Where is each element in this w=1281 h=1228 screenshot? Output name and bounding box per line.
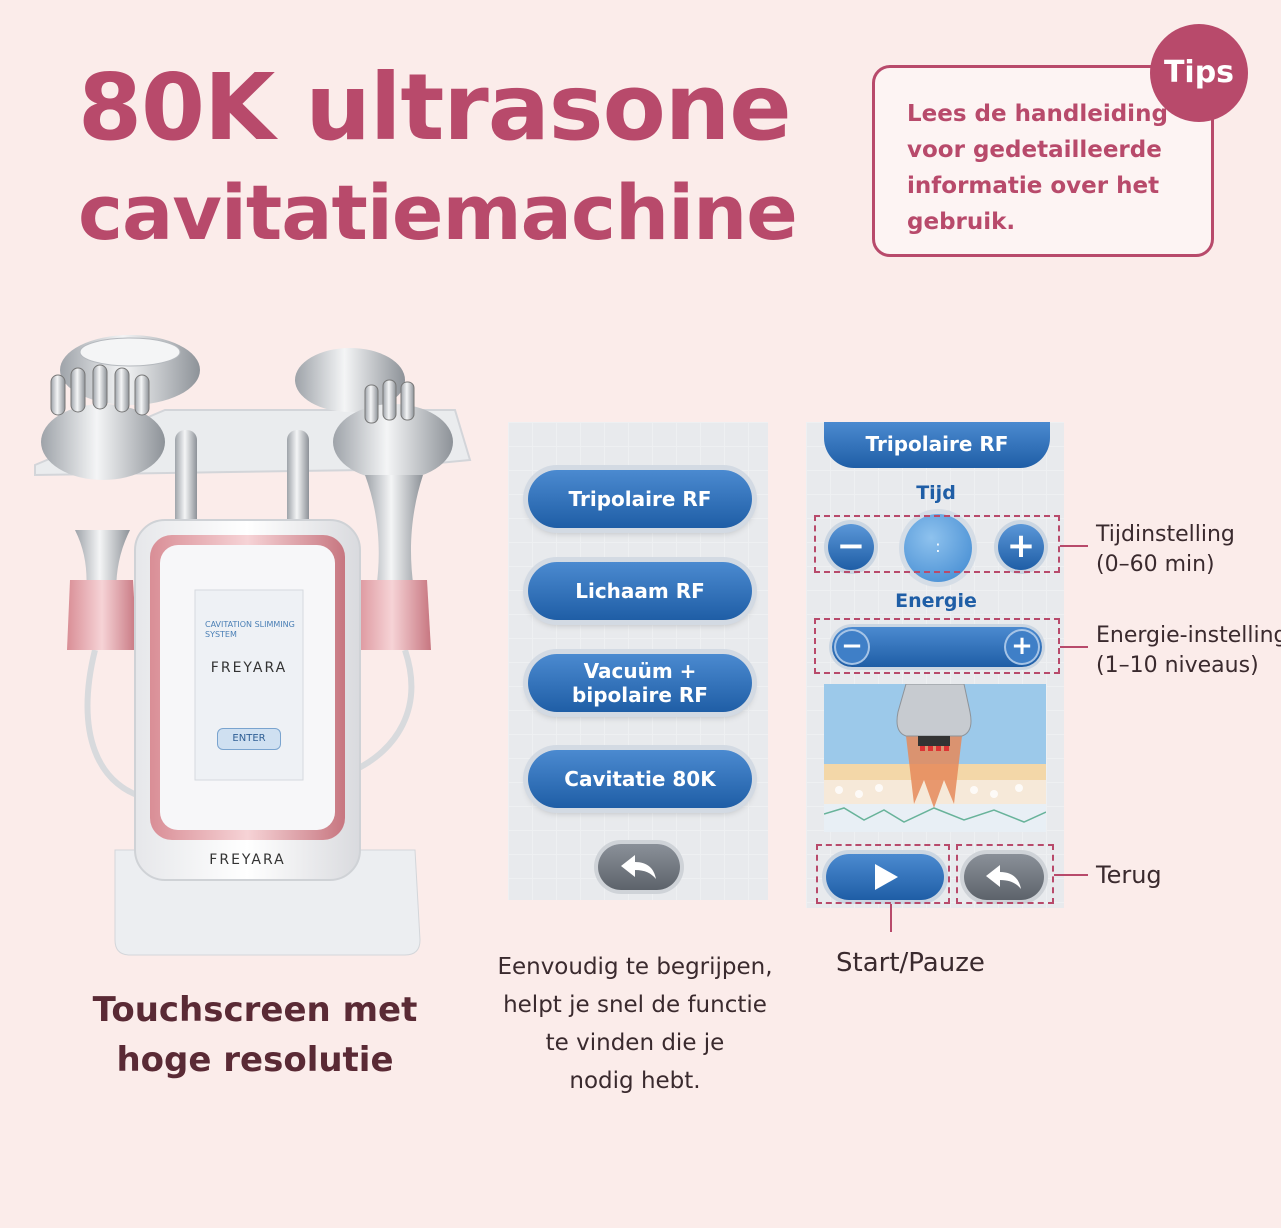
back-leader-line xyxy=(1054,874,1088,876)
enter-button[interactable]: ENTER xyxy=(217,728,281,750)
energy-slider[interactable]: − + xyxy=(832,627,1042,667)
caption-easy-to-understand: Eenvoudig te begrijpen, helpt je snel de… xyxy=(480,948,790,1100)
play-icon xyxy=(875,864,898,890)
page-title-line2: cavitatiemachine xyxy=(78,168,798,257)
tips-line: informatie over het xyxy=(907,173,1160,199)
start-pause-annotation: Start/Pauze xyxy=(836,948,985,978)
caption-line: helpt je snel de functie xyxy=(503,992,767,1018)
screen-subtitle-line: CAVITATION SLIMMING xyxy=(205,620,295,629)
time-leader-line xyxy=(1060,545,1088,547)
page-title-line1: 80K ultrasone xyxy=(78,54,792,161)
tips-line: gebruik. xyxy=(907,209,1016,235)
screen-subtitle-line: SYSTEM xyxy=(205,630,237,639)
time-minus-button[interactable]: − xyxy=(828,524,874,570)
button-label-line: bipolaire RF xyxy=(572,683,708,707)
time-setting-annotation: Tijdinstelling (0–60 min) xyxy=(1096,520,1235,580)
device-svg xyxy=(34,335,472,956)
time-setting-highlight xyxy=(814,515,1060,573)
cavitatie-80k-button[interactable]: Cavitatie 80K xyxy=(528,750,752,808)
back-button[interactable] xyxy=(598,844,680,890)
annotation-line: Energie-instelling xyxy=(1096,623,1281,648)
annotation-line: (0–60 min) xyxy=(1096,552,1215,577)
time-dial[interactable]: : xyxy=(904,514,972,582)
back-arrow-icon xyxy=(621,855,656,879)
caption-line: te vinden die je xyxy=(545,1030,725,1056)
start-pause-button[interactable] xyxy=(826,854,944,900)
tips-line: Lees de handleiding xyxy=(907,101,1168,127)
screen-subtitle: CAVITATION SLIMMING SYSTEM xyxy=(205,620,295,640)
energy-minus-button[interactable]: − xyxy=(836,631,868,663)
back-arrow-icon xyxy=(986,865,1021,889)
tips-badge: Tips xyxy=(1150,24,1248,122)
back-annotation: Terug xyxy=(1096,861,1162,889)
tips-line: voor gedetailleerde xyxy=(907,137,1162,163)
caption-line: Touchscreen met xyxy=(92,990,418,1030)
caption-line: Eenvoudig te begrijpen, xyxy=(497,954,773,980)
annotation-line: (1–10 niveaus) xyxy=(1096,653,1259,678)
detail-screen: Tripolaire RF Tijd − : + Energie − + xyxy=(806,422,1064,908)
skin-layers-image xyxy=(823,683,1047,832)
start-pause-highlight xyxy=(816,844,950,904)
annotation-line: Tijdinstelling xyxy=(1096,522,1235,547)
time-label: Tijd xyxy=(916,482,956,504)
mode-tab-title: Tripolaire RF xyxy=(824,422,1050,468)
caption-line: nodig hebt. xyxy=(569,1068,701,1094)
start-pause-leader-line xyxy=(890,904,892,932)
energy-leader-line xyxy=(1060,646,1088,648)
device-illustration: CAVITATION SLIMMING SYSTEM FREYARA ENTER… xyxy=(15,330,475,970)
energy-plus-button[interactable]: + xyxy=(1006,631,1038,663)
back-highlight xyxy=(956,844,1054,904)
back-button[interactable] xyxy=(964,854,1044,900)
button-label-line: Vacuüm + xyxy=(583,659,697,683)
vacuum-bipolaire-rf-button[interactable]: Vacuüm + bipolaire RF xyxy=(528,654,752,712)
time-plus-button[interactable]: + xyxy=(998,524,1044,570)
lichaam-rf-button[interactable]: Lichaam RF xyxy=(528,562,752,620)
tripolaire-rf-button[interactable]: Tripolaire RF xyxy=(528,470,752,528)
screen-brand: FREYARA xyxy=(210,660,288,676)
energy-setting-highlight xyxy=(814,618,1060,674)
caption-line: hoge resolutie xyxy=(116,1040,394,1080)
base-brand: FREYARA xyxy=(209,852,286,868)
energy-label: Energie xyxy=(895,590,977,612)
treatment-illustration xyxy=(823,683,1047,832)
menu-screen: Tripolaire RF Lichaam RF Vacuüm + bipola… xyxy=(508,422,768,900)
caption-touchscreen: Touchscreen met hoge resolutie xyxy=(70,985,440,1085)
energy-setting-annotation: Energie-instelling (1–10 niveaus) xyxy=(1096,621,1281,681)
